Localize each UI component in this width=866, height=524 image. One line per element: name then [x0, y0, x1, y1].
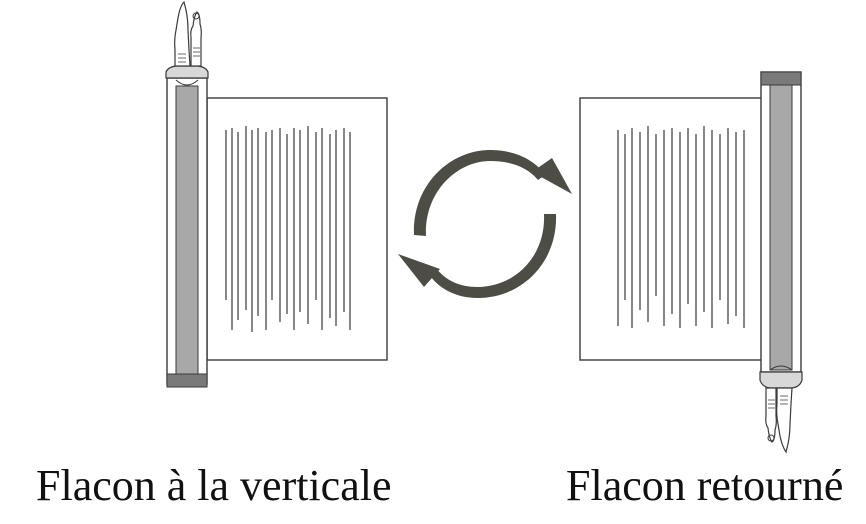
rotation-cycle-icon — [398, 150, 572, 298]
right-tube-bar — [769, 81, 793, 371]
vial-inverted-icon — [579, 71, 803, 454]
left-line-pattern — [225, 126, 351, 332]
caption-upright: Flacon à la verticale — [36, 461, 392, 510]
vial-upright-icon — [165, 0, 388, 388]
arrowhead-upper — [532, 158, 572, 194]
left-card — [206, 97, 388, 361]
left-top-collar — [165, 65, 209, 79]
left-nozzle — [190, 11, 202, 67]
right-stopper — [776, 387, 793, 454]
right-card — [579, 97, 763, 361]
left-bottom-cap — [166, 373, 208, 388]
left-tube-bar — [175, 85, 199, 377]
arrow-upper — [413, 150, 545, 236]
right-top-cap — [760, 71, 802, 86]
arrow-lower — [428, 214, 557, 298]
right-bottom-collar — [759, 371, 803, 389]
left-stopper — [174, 0, 191, 67]
right-nozzle — [765, 387, 777, 443]
caption-inverted: Flacon retourné — [566, 461, 844, 510]
arrowhead-lower — [398, 254, 440, 287]
right-line-pattern — [617, 126, 745, 328]
